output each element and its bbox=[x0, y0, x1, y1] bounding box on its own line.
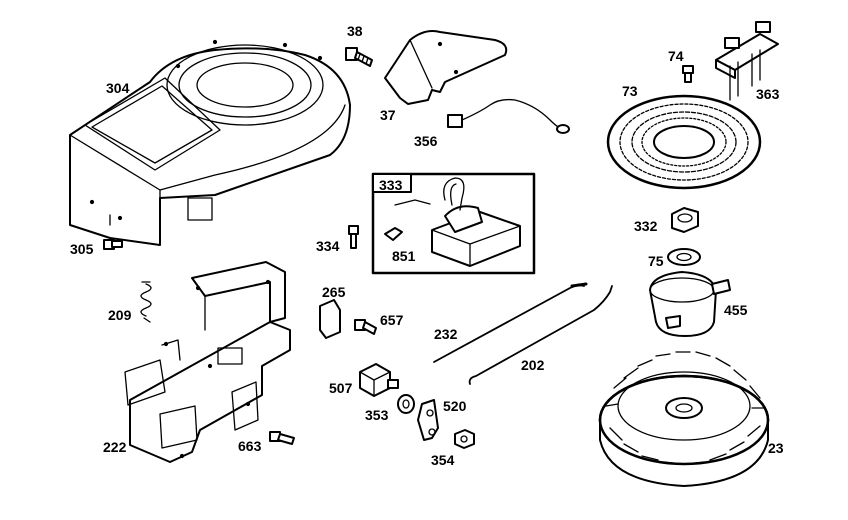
callout-202: 202 bbox=[521, 357, 545, 373]
link-265-part[interactable] bbox=[319, 299, 341, 339]
callout-232: 232 bbox=[434, 326, 458, 342]
bracket-363-part[interactable] bbox=[715, 21, 779, 101]
callout-520: 520 bbox=[443, 398, 467, 414]
nut-354-part[interactable] bbox=[454, 429, 475, 449]
callout-332: 332 bbox=[634, 218, 658, 234]
bolt-663-part[interactable] bbox=[269, 431, 295, 445]
callout-657: 657 bbox=[380, 312, 404, 328]
callout-38: 38 bbox=[347, 23, 363, 39]
washer-353-part[interactable] bbox=[397, 394, 415, 414]
callout-663: 663 bbox=[238, 438, 262, 454]
callout-455: 455 bbox=[724, 302, 748, 318]
callout-37: 37 bbox=[380, 107, 396, 123]
link-rod-232-part[interactable] bbox=[433, 282, 588, 363]
screw-38-part[interactable] bbox=[345, 47, 373, 67]
flywheel-23-part[interactable] bbox=[598, 351, 770, 487]
callout-305: 305 bbox=[70, 241, 94, 257]
screw-334-part[interactable] bbox=[348, 225, 359, 249]
control-bracket-222-part[interactable] bbox=[124, 261, 291, 463]
spring-209-part[interactable] bbox=[140, 281, 152, 323]
screw-74-part[interactable] bbox=[682, 65, 694, 83]
callout-73: 73 bbox=[622, 83, 638, 99]
callout-354: 354 bbox=[431, 452, 455, 468]
bracket-520-part[interactable] bbox=[417, 399, 439, 441]
callout-304: 304 bbox=[106, 80, 130, 96]
callout-74: 74 bbox=[668, 48, 684, 64]
callout-265: 265 bbox=[322, 284, 346, 300]
air-guide-37-part[interactable] bbox=[384, 30, 508, 105]
bolt-657-part[interactable] bbox=[354, 319, 377, 335]
bolt-305-part[interactable] bbox=[103, 239, 123, 250]
armature-box-333[interactable] bbox=[371, 172, 536, 275]
callout-209: 209 bbox=[108, 307, 132, 323]
callout-334: 334 bbox=[316, 238, 340, 254]
screen-73-part[interactable] bbox=[606, 94, 762, 190]
blower-housing-part[interactable] bbox=[69, 39, 351, 246]
callout-507: 507 bbox=[329, 380, 353, 396]
callout-23: 23 bbox=[768, 440, 784, 456]
switch-507-part[interactable] bbox=[359, 363, 399, 397]
callout-851: 851 bbox=[392, 248, 416, 264]
callout-75: 75 bbox=[648, 253, 664, 269]
callout-363: 363 bbox=[756, 86, 780, 102]
cup-455-part[interactable] bbox=[649, 271, 731, 337]
callout-333: 333 bbox=[379, 177, 403, 193]
washer-75-part[interactable] bbox=[667, 248, 701, 266]
nut-332-part[interactable] bbox=[671, 207, 699, 233]
callout-356: 356 bbox=[414, 133, 438, 149]
ground-wire-356-part[interactable] bbox=[447, 98, 570, 134]
callout-353: 353 bbox=[365, 407, 389, 423]
callout-222: 222 bbox=[103, 439, 127, 455]
governor-rod-202-part[interactable] bbox=[468, 285, 613, 385]
